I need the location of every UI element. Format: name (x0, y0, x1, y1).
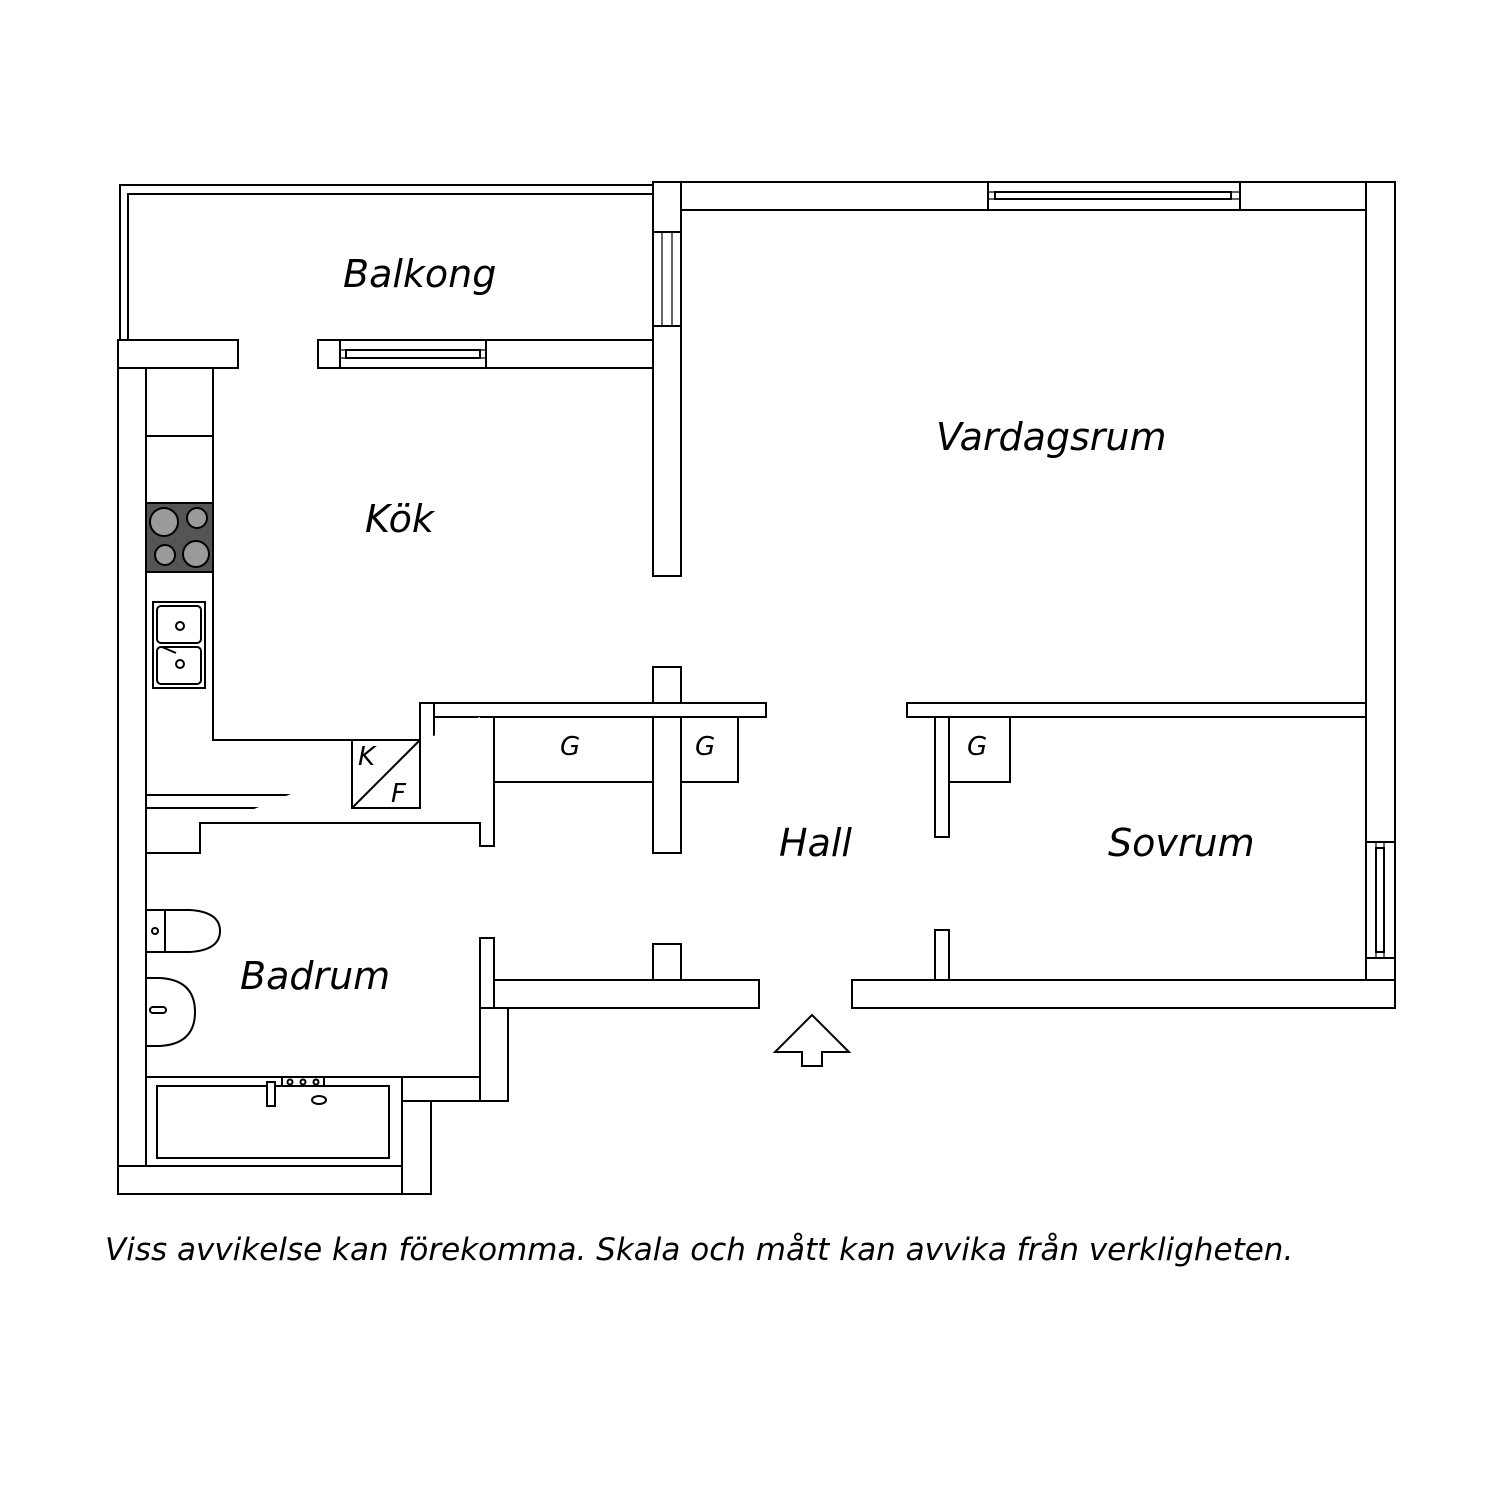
svg-text:G: G (967, 732, 987, 762)
balcony-door (652, 231, 682, 327)
svg-text:G: G (695, 732, 715, 762)
disclaimer-text: Viss avvikelse kan förekomma. Skala och … (105, 1232, 1294, 1268)
closet-hall-right: G (680, 716, 739, 783)
closet-hall-left: G (493, 716, 654, 783)
interior-walls (145, 666, 1367, 1009)
washbasin-icon (145, 977, 197, 1047)
outer-walls (117, 181, 1396, 1195)
freezer-label-k: K (358, 742, 377, 772)
room-label-bedroom: Sovrum (1108, 821, 1255, 865)
fridge-freezer: K F (351, 739, 421, 809)
room-label-balcony: Balkong (343, 252, 496, 296)
balcony-railing (119, 184, 653, 340)
svg-text:G: G (560, 732, 580, 762)
closet-bedroom: G (948, 716, 1011, 783)
entrance-arrow-icon (772, 1013, 852, 1067)
stove-icon (145, 502, 214, 573)
room-label-hall: Hall (779, 821, 852, 865)
room-label-kitchen: Kök (365, 497, 436, 541)
room-label-bathroom: Badrum (240, 954, 390, 998)
room-label-living-room: Vardagsrum (936, 415, 1167, 459)
freezer-label-f: F (391, 779, 407, 809)
window-living-room (987, 181, 1241, 211)
sink-icon (152, 601, 206, 689)
window-kitchen (339, 339, 487, 369)
toilet-icon (145, 909, 222, 953)
window-bedroom (1365, 841, 1396, 959)
bathtub-icon (145, 1076, 403, 1167)
